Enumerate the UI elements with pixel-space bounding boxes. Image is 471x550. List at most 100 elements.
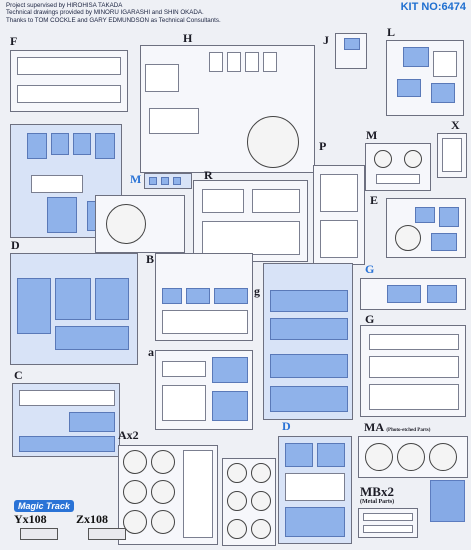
sprue-h-part <box>247 116 299 168</box>
sprue-e-part <box>439 207 459 227</box>
sprue-label-e: E <box>370 193 379 207</box>
sprue-label-b: B <box>146 252 155 266</box>
sprue-label-h: H <box>183 31 193 45</box>
sprue-e-part <box>431 233 457 251</box>
ma-letter: MA <box>364 420 384 434</box>
sprue-c-part <box>19 390 115 406</box>
sprue-m-blue-part <box>161 177 169 185</box>
sprue-label-x: X <box>451 118 460 132</box>
sprue-l-part <box>433 51 457 77</box>
sprue-g-lower <box>263 263 353 420</box>
sprue-g <box>360 325 466 417</box>
sprue-a-part <box>31 175 83 193</box>
sprue-label-a-lower: a <box>148 345 154 359</box>
mb-note: (Metal Parts) <box>360 499 395 505</box>
sprue-l-part <box>431 83 455 103</box>
sprue-label-l: L <box>387 25 396 39</box>
sprue-m-blue-part <box>149 177 157 185</box>
sprue-g-lower-part <box>270 386 348 412</box>
sprue-p <box>313 165 365 265</box>
metal-part <box>363 525 413 533</box>
sprue-d <box>10 253 138 365</box>
sprue-p-part <box>320 174 358 212</box>
sprue-label-m-blue: M <box>130 172 142 186</box>
road-wheel <box>151 510 175 534</box>
sprue-a-lower-part <box>212 391 248 421</box>
sprue-c-part <box>19 436 115 452</box>
sprue-g-lower-part <box>270 354 348 378</box>
sprue-f <box>10 50 128 112</box>
sprue-b-part <box>214 288 248 304</box>
blue-plastic-swatch <box>430 480 465 522</box>
sprue-label-g-lower: g <box>254 284 260 298</box>
sprue-f-part <box>17 85 121 103</box>
sprue-h-part <box>209 52 223 72</box>
road-wheel <box>151 480 175 504</box>
sprue-label-ax2: Ax2 <box>118 428 139 442</box>
sprue-h-part <box>245 52 259 72</box>
sprue-label-j: J <box>323 33 329 47</box>
sprue-j <box>335 33 367 69</box>
sprue-x <box>437 133 467 178</box>
sprue-b-part <box>186 288 210 304</box>
sprue-label-f: F <box>10 34 18 48</box>
sprue-a-lower <box>155 350 253 430</box>
sprue-r-hull <box>95 195 185 253</box>
sprue-m-part <box>376 174 420 184</box>
sprue-m-blue <box>144 173 192 189</box>
sprue-ax2-wheels <box>222 458 276 546</box>
sprue-b-part <box>162 310 248 334</box>
sprue-l-part <box>397 79 421 97</box>
track-link-tray-right <box>88 528 126 540</box>
suspension-arms <box>183 450 213 538</box>
track-link-tray-left <box>20 528 58 540</box>
sprue-label-d-blue: D <box>282 419 291 433</box>
sprue-l <box>386 40 464 116</box>
sprue-label-c: C <box>14 368 23 382</box>
sprue-p-part <box>320 220 358 258</box>
sprue-r-part <box>202 189 244 213</box>
sprue-r-hull-part <box>106 204 146 244</box>
sprue-h-part <box>263 52 277 72</box>
sprue-b-part <box>162 288 182 304</box>
sprue-a-part <box>47 197 77 233</box>
sprue-r <box>193 180 308 262</box>
sprue-m-part <box>374 150 392 168</box>
sprue-e <box>386 198 466 258</box>
sprue-d-blue-part <box>317 443 345 467</box>
road-wheel <box>123 510 147 534</box>
sprue-g-blue-part <box>387 285 421 303</box>
photo-etch-part <box>397 443 425 471</box>
sprue-label-g-blue: G <box>365 262 375 276</box>
sprue-a-lower-part <box>162 385 206 421</box>
road-wheel <box>251 519 271 539</box>
sprue-c <box>12 383 120 457</box>
sprue-m-blue-part <box>173 177 181 185</box>
road-wheel <box>123 450 147 474</box>
sprue-j-part <box>344 38 360 50</box>
sprue-d-blue-part <box>285 473 345 501</box>
sprue-h-part <box>149 108 199 134</box>
sprue-g-part <box>369 384 459 410</box>
road-wheel <box>227 463 247 483</box>
sprue-label-p: P <box>319 139 327 153</box>
sprue-e-part <box>415 207 435 223</box>
road-wheel <box>251 463 271 483</box>
track-count-right: Zx108 <box>76 512 109 526</box>
sprue-h-part <box>145 64 179 92</box>
sprue-a-part <box>27 133 47 159</box>
sprue-g-part <box>369 356 459 378</box>
photo-etch-part <box>365 443 393 471</box>
sprue-d-blue <box>278 436 352 544</box>
metal-part <box>363 513 413 521</box>
sprue-b <box>155 253 253 341</box>
sprue-label-ma: MA (Photo-etched Parts) <box>364 420 430 435</box>
road-wheel <box>123 480 147 504</box>
road-wheel <box>151 450 175 474</box>
sprue-d-part <box>95 278 129 320</box>
sprue-g-lower-part <box>270 290 348 312</box>
sprue-r-part <box>202 221 300 255</box>
sprue-m <box>365 143 431 191</box>
sprue-a-part <box>51 133 69 155</box>
